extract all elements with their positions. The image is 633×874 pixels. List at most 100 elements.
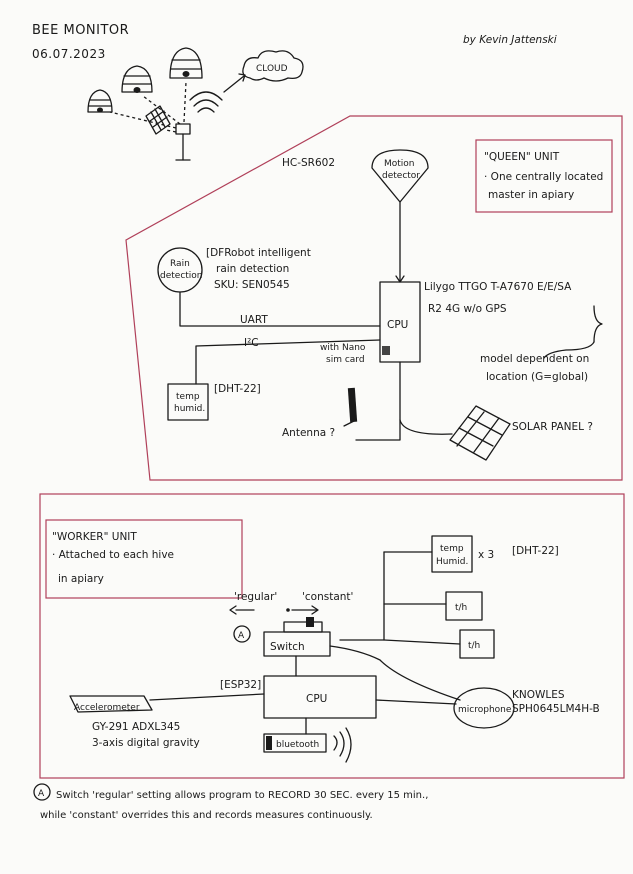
switch-center-dot	[286, 608, 290, 612]
motion-detector-label: detector	[382, 171, 420, 181]
esp32-label: [ESP32]	[220, 679, 261, 691]
brace-icon	[593, 305, 603, 343]
wireless-signal-icon	[189, 91, 223, 113]
th-label: t/h	[455, 603, 467, 613]
temp-humid-label: temp	[440, 544, 464, 554]
switch-label: Switch	[270, 641, 305, 653]
worker-temp-humidity-sensor: temp Humid.	[431, 535, 473, 573]
mic-wire	[375, 699, 457, 705]
microphone-label: microphone	[458, 705, 512, 715]
accelerometer-model: 3-axis digital gravity	[92, 737, 200, 749]
antenna-icon	[343, 387, 358, 427]
queen-note-title: "QUEEN" UNIT	[484, 151, 560, 163]
temp-humid-label: Humid.	[436, 557, 468, 567]
cloud-label: CLOUD	[256, 64, 288, 74]
accelerometer: Accelerometer	[69, 695, 153, 713]
switch-regular-label: 'regular'	[234, 591, 277, 603]
rain-detector: Rain detection	[157, 247, 203, 293]
rain-sensor-desc: rain detection	[216, 263, 289, 275]
worker-note-line: · Attached to each hive	[52, 549, 174, 561]
rain-detector-label: detection	[160, 271, 203, 281]
hive-link-line	[142, 95, 181, 125]
temp-humid-model: [DHT-22]	[214, 383, 261, 395]
arrow-right	[291, 605, 319, 615]
motion-detector-label: Motion	[384, 159, 415, 169]
uart-label: UART	[240, 314, 268, 326]
cloud-icon: CLOUD	[242, 50, 304, 82]
sim-card-label: sim card	[326, 355, 365, 365]
hive-link-line	[165, 129, 177, 133]
queen-note-line: master in apiary	[488, 189, 574, 201]
i2c-wire	[195, 339, 381, 385]
board-model: R2 4G w/o GPS	[428, 303, 507, 315]
beehive-icon	[121, 65, 153, 93]
microphone-model: SPH0645LM4H-B	[512, 703, 600, 715]
accelerometer-model: GY-291 ADXL345	[92, 721, 180, 733]
monitor-hub-icon	[175, 123, 191, 161]
queen-note-box	[475, 139, 613, 213]
worker-unit-frame	[39, 493, 625, 779]
worker-cpu-label: CPU	[306, 693, 327, 705]
accelerometer-wire	[149, 693, 265, 701]
switch-constant-label: 'constant'	[302, 591, 353, 603]
antenna-label: Antenna ?	[282, 427, 335, 439]
sim-card-label: with Nano	[320, 343, 366, 353]
arrow-left	[229, 605, 255, 615]
motion-detector: Motion detector	[371, 149, 429, 203]
worker-cpu: CPU	[263, 675, 377, 719]
worker-temp-humidity-sensor: t/h	[445, 591, 483, 621]
queen-note-line: · One centrally located	[484, 171, 603, 183]
rain-sensor-desc: [DFRobot intelligent	[206, 247, 311, 259]
worker-temp-humidity-sensor: t/h	[459, 629, 495, 659]
microphone-model: KNOWLES	[512, 689, 565, 701]
footnote-line: Switch 'regular' setting allows program …	[56, 790, 428, 801]
queen-cpu: CPU	[379, 281, 421, 363]
hive-link-line	[109, 111, 177, 129]
marker-a-circle	[233, 625, 251, 643]
queen-temp-humidity-sensor: temp humid.	[167, 383, 209, 421]
solar-panel-label: SOLAR PANEL ?	[512, 421, 593, 433]
marker-a: A	[238, 631, 245, 641]
solar-panel-icon	[145, 105, 171, 135]
board-model-note: location (G=global)	[486, 371, 588, 383]
bluetooth-label: bluetooth	[276, 740, 319, 750]
worker-note-title: "WORKER" UNIT	[52, 531, 137, 543]
mode-switch: Switch	[263, 617, 331, 657]
footnote-line: while 'constant' overrides this and reco…	[40, 810, 373, 821]
rain-sensor-desc: SKU: SEN0545	[214, 279, 290, 291]
mic-bus-wire	[329, 645, 461, 701]
antenna-wire	[355, 361, 401, 441]
uart-wire	[179, 291, 381, 327]
author-credit: by Kevin Jattenski	[463, 34, 557, 46]
rain-detector-label: Rain	[170, 259, 190, 269]
diagram-date: 06.07.2023	[32, 47, 106, 61]
footnote-marker: A	[38, 789, 45, 799]
solar-wire	[399, 419, 453, 435]
cloud-link-line	[223, 75, 245, 93]
temp-humid-label: temp	[176, 392, 200, 402]
footnote-marker-circle	[33, 783, 51, 801]
diagram-title: BEE MONITOR	[32, 23, 129, 38]
beehive-icon	[169, 47, 203, 79]
solar-panel	[449, 405, 511, 461]
hive-link-line	[183, 81, 187, 123]
queen-unit-frame	[125, 115, 623, 481]
th-label: t/h	[468, 641, 480, 651]
accelerometer-label: Accelerometer	[74, 703, 140, 713]
arrow-head	[238, 73, 246, 82]
worker-temp-model: [DHT-22]	[512, 545, 559, 557]
sensor-count: x 3	[478, 549, 494, 561]
queen-cpu-label: CPU	[387, 319, 408, 331]
board-model: Lilygo TTGO T-A7670 E/E/SA	[424, 281, 572, 293]
motion-sensor-model: HC-SR602	[282, 157, 335, 169]
sensor-wire	[383, 639, 461, 645]
board-model-note: model dependent on	[480, 353, 589, 365]
sim-card-icon	[382, 346, 390, 355]
brace-icon	[543, 341, 595, 359]
temp-humid-label: humid.	[174, 404, 205, 414]
bluetooth-module: bluetooth	[263, 733, 327, 753]
beehive-icon	[87, 89, 113, 113]
microphone: microphone	[453, 687, 515, 729]
bluetooth-signal-icon	[333, 727, 352, 763]
